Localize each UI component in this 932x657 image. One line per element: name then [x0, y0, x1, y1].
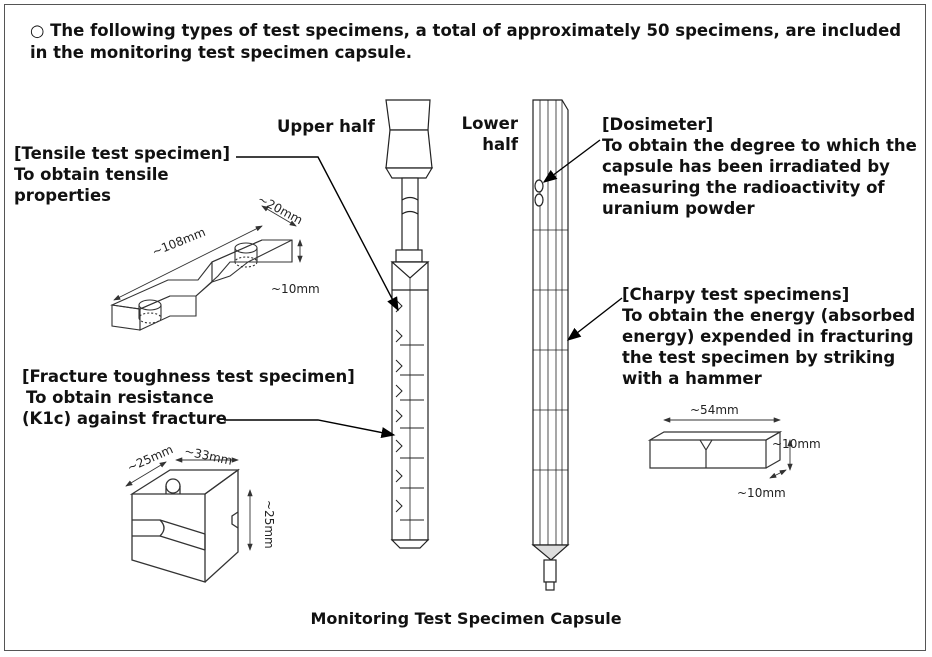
fracture-desc-line-2: (K1c) against fracture — [22, 409, 228, 428]
tensile-height-dim: ~10mm — [271, 282, 320, 296]
dosimeter-desc-line-1: To obtain the degree to which the — [602, 136, 917, 155]
intro-text: ○ The following types of test specimens,… — [30, 20, 910, 64]
tensile-title: [Tensile test specimen] — [14, 144, 231, 163]
charpy-specimen-drawing — [647, 417, 793, 479]
charpy-width-dim: ~10mm — [737, 486, 786, 500]
bullet-icon: ○ — [30, 21, 45, 40]
charpy-desc-line-3: the test specimen by striking — [622, 348, 896, 367]
tensile-desc-line-1: To obtain tensile — [14, 165, 169, 184]
dosimeter-leader-arrow — [542, 139, 601, 183]
fracture-block: [Fracture toughness test specimen] To ob… — [22, 366, 382, 429]
capsule-upper-half — [384, 99, 434, 549]
fracture-dim-c: ~25mm — [262, 500, 276, 549]
fracture-title: [Fracture toughness test specimen] — [22, 367, 355, 386]
charpy-block: [Charpy test specimens] To obtain the en… — [622, 284, 922, 389]
upper-half-label: Upper half — [277, 117, 375, 136]
fracture-desc-line-1: To obtain resistance — [26, 388, 214, 407]
fracture-leader-arrow — [224, 419, 396, 439]
tensile-block: [Tensile test specimen] To obtain tensil… — [14, 143, 254, 206]
charpy-desc-line-1: To obtain the energy (absorbed — [622, 306, 916, 325]
dosimeter-desc-line-2: capsule has been irradiated by — [602, 157, 890, 176]
charpy-height-dim: ~10mm — [772, 437, 821, 451]
charpy-desc-line-2: energy) expended in fracturing — [622, 327, 914, 346]
lower-half-label-line-1: Lower — [461, 114, 518, 133]
tensile-leader-arrow — [236, 156, 399, 312]
capsule-lower-half — [531, 99, 570, 591]
fracture-specimen-drawing — [125, 457, 253, 583]
dosimeter-desc-line-3: measuring the radioactivity of — [602, 178, 885, 197]
diagram-frame — [4, 4, 926, 651]
dosimeter-desc-line-4: uranium powder — [602, 199, 755, 218]
dosimeter-block: [Dosimeter] To obtain the degree to whic… — [602, 114, 922, 219]
leader-arrows — [224, 139, 623, 439]
capsule-caption: Monitoring Test Specimen Capsule — [310, 609, 622, 628]
charpy-leader-arrow — [566, 297, 623, 341]
lower-half-label: Lower half — [460, 113, 518, 155]
charpy-title: [Charpy test specimens] — [622, 285, 850, 304]
intro-sentence: The following types of test specimens, a… — [30, 21, 902, 62]
tensile-desc-line-2: properties — [14, 186, 111, 205]
charpy-length-dim: ~54mm — [690, 403, 739, 417]
dosimeter-title: [Dosimeter] — [602, 115, 714, 134]
lower-half-label-line-2: half — [482, 135, 518, 154]
tensile-specimen-drawing — [110, 205, 303, 331]
charpy-desc-line-4: with a hammer — [622, 369, 762, 388]
